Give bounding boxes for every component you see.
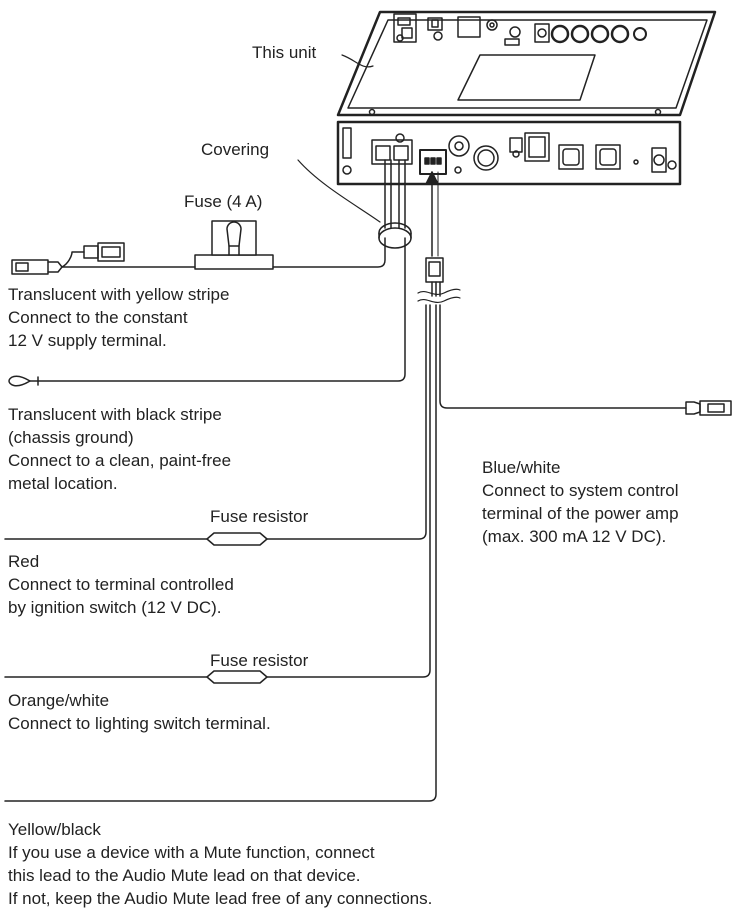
- yellow-stripe-connectors: [11, 242, 125, 275]
- covering-illustration: [378, 222, 412, 249]
- orange-white-wire-label: Orange/white Connect to lighting switch …: [8, 691, 271, 733]
- fuse-resistor-orange: [206, 670, 268, 684]
- unit-illustration: [336, 10, 717, 186]
- fuse-label: Fuse (4 A): [184, 192, 263, 211]
- black-stripe-wire-label: Translucent with black stripe (chassis g…: [8, 405, 232, 493]
- cable-bundle: [384, 159, 406, 229]
- blue-white-wire-label: Blue/white Connect to system control ter…: [482, 458, 679, 546]
- ground-terminal: [8, 375, 39, 387]
- yellow-black-wire-label: Yellow/black If you use a device with a …: [8, 820, 433, 908]
- fuse-resistor-red: [206, 532, 268, 546]
- orange-white-wire: [4, 304, 431, 678]
- unit-label: This unit: [252, 43, 317, 62]
- red-wire-label: Red Connect to terminal controlled by ig…: [8, 552, 234, 617]
- yellow-black-wire: [4, 304, 437, 802]
- unit-leader-line: [341, 54, 374, 68]
- yellow-stripe-wire-label: Translucent with yellow stripe Connect t…: [8, 285, 230, 350]
- yellow-stripe-wire: [61, 237, 386, 268]
- covering-label: Covering: [201, 140, 270, 159]
- power-connector: [417, 171, 461, 304]
- fuse-resistor-label-red: Fuse resistor: [210, 507, 309, 526]
- red-wire: [4, 304, 427, 540]
- blue-white-wire: [439, 304, 687, 409]
- fuse-resistor-label-orange: Fuse resistor: [210, 651, 309, 670]
- black-stripe-wire: [37, 237, 406, 382]
- blue-white-connector: [685, 400, 732, 416]
- fuse-illustration: [194, 220, 274, 270]
- covering-leader-line: [297, 159, 381, 223]
